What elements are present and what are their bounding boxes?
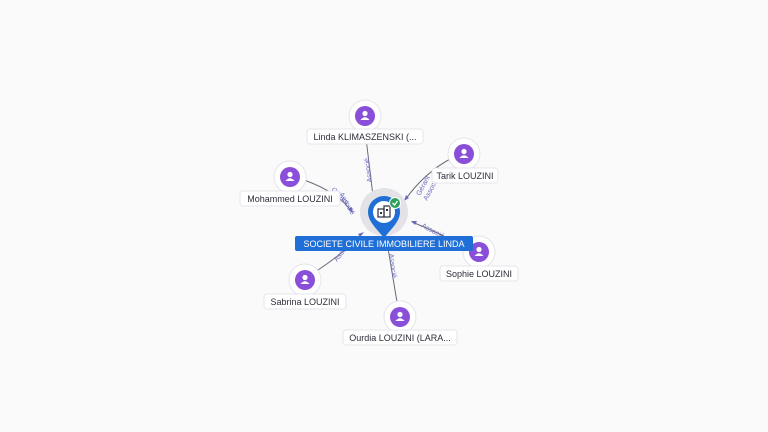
person-name-sabrina: Sabrina LOUZINI	[270, 297, 339, 307]
person-icon	[474, 246, 484, 256]
person-node-tarik[interactable]: Tarik LOUZINI	[431, 137, 499, 184]
person-icon	[300, 274, 310, 284]
person-name-sophie: Sophie LOUZINI	[446, 269, 512, 279]
edge-label-linda: Associé	[364, 157, 374, 182]
person-node-linda[interactable]: Linda KLIMASZENSKI (...	[306, 99, 424, 145]
person-name-tarik: Tarik LOUZINI	[436, 171, 493, 181]
person-icon	[285, 171, 295, 181]
check-icon	[389, 197, 401, 209]
person-name-linda: Linda KLIMASZENSKI (...	[313, 132, 416, 142]
person-icon	[459, 148, 469, 158]
person-icon	[360, 110, 370, 120]
person-name-mohammed: Mohammed LOUZINI	[247, 194, 333, 204]
company-name: SOCIETE CIVILE IMMOBILIERE LINDA	[303, 239, 464, 249]
company-node[interactable]: SOCIETE CIVILE IMMOBILIERE LINDA	[295, 188, 473, 251]
person-name-ourdia: Ourdia LOUZINI (LARA...	[349, 333, 451, 343]
person-node-mohammed[interactable]: Mohammed LOUZINI	[239, 160, 341, 207]
person-icon	[395, 311, 405, 321]
person-node-ourdia[interactable]: Ourdia LOUZINI (LARA...	[342, 300, 458, 346]
edge-label-ourdia: Associé	[387, 253, 397, 278]
building-icon	[377, 205, 391, 218]
person-node-sabrina[interactable]: Sabrina LOUZINI	[263, 263, 347, 310]
